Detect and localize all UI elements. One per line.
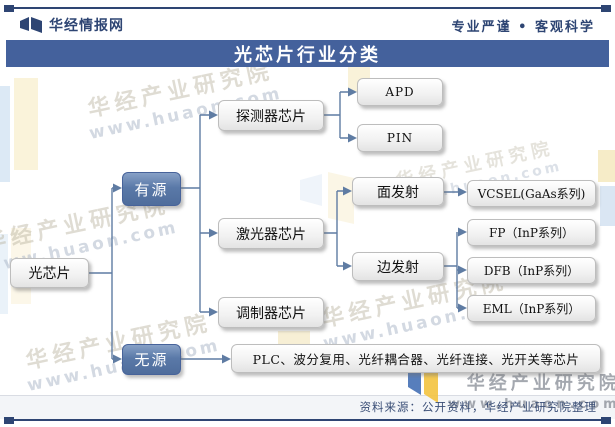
node-vcsel: VCSEL(GaAs系列) bbox=[467, 180, 596, 207]
bottom-divider-right-cap bbox=[601, 416, 611, 424]
node-fp: FP（InP系列） bbox=[467, 219, 596, 246]
node-root: 光芯片 bbox=[10, 258, 89, 288]
bottom-divider bbox=[4, 416, 611, 424]
node-detector: 探测器芯片 bbox=[218, 100, 324, 131]
node-surface-emit: 面发射 bbox=[352, 177, 444, 206]
brand: 华经情报网 bbox=[20, 15, 124, 35]
footer-band bbox=[0, 395, 615, 419]
watermark-flag-faint-right bbox=[598, 150, 615, 226]
node-passive-chips: PLC、波分复用、光纤耦合器、光纤连接、光开关等芯片 bbox=[231, 344, 601, 373]
node-passive: 无源 bbox=[122, 344, 181, 375]
bottom-divider-left-cap bbox=[4, 416, 14, 424]
node-apd: APD bbox=[357, 78, 443, 106]
page-title: 光芯片行业分类 bbox=[234, 44, 381, 66]
top-divider-right-cap bbox=[601, 4, 611, 12]
node-dfb: DFB（InP系列） bbox=[467, 257, 596, 284]
header-motto: 专业严谨 • 客观科学 bbox=[451, 19, 595, 35]
top-divider-left-cap bbox=[4, 4, 14, 12]
book-flag-icon bbox=[20, 16, 42, 33]
source-note: 资料来源：公开资料，华经产业研究院整理 bbox=[359, 400, 597, 414]
node-edge-emit: 边发射 bbox=[352, 252, 444, 281]
node-pin: PIN bbox=[357, 124, 443, 152]
node-eml: EML（InP系列） bbox=[467, 295, 596, 322]
header: 华经情报网 专业严谨 • 客观科学 bbox=[0, 10, 615, 40]
watermark-flag-faint-left bbox=[0, 78, 38, 182]
watermark-flag-faint-sliver bbox=[278, 331, 310, 344]
node-laser: 激光器芯片 bbox=[218, 218, 324, 249]
watermark-org: 华经产业研究院 bbox=[23, 310, 214, 375]
node-modulator: 调制器芯片 bbox=[218, 297, 324, 328]
node-active: 有源 bbox=[122, 172, 181, 206]
brand-name: 华经情报网 bbox=[49, 18, 124, 34]
watermark-text: 华经产业研究院 www.huaon.com bbox=[19, 304, 222, 396]
title-bar: 光芯片行业分类 bbox=[6, 40, 609, 67]
top-divider bbox=[4, 4, 611, 12]
